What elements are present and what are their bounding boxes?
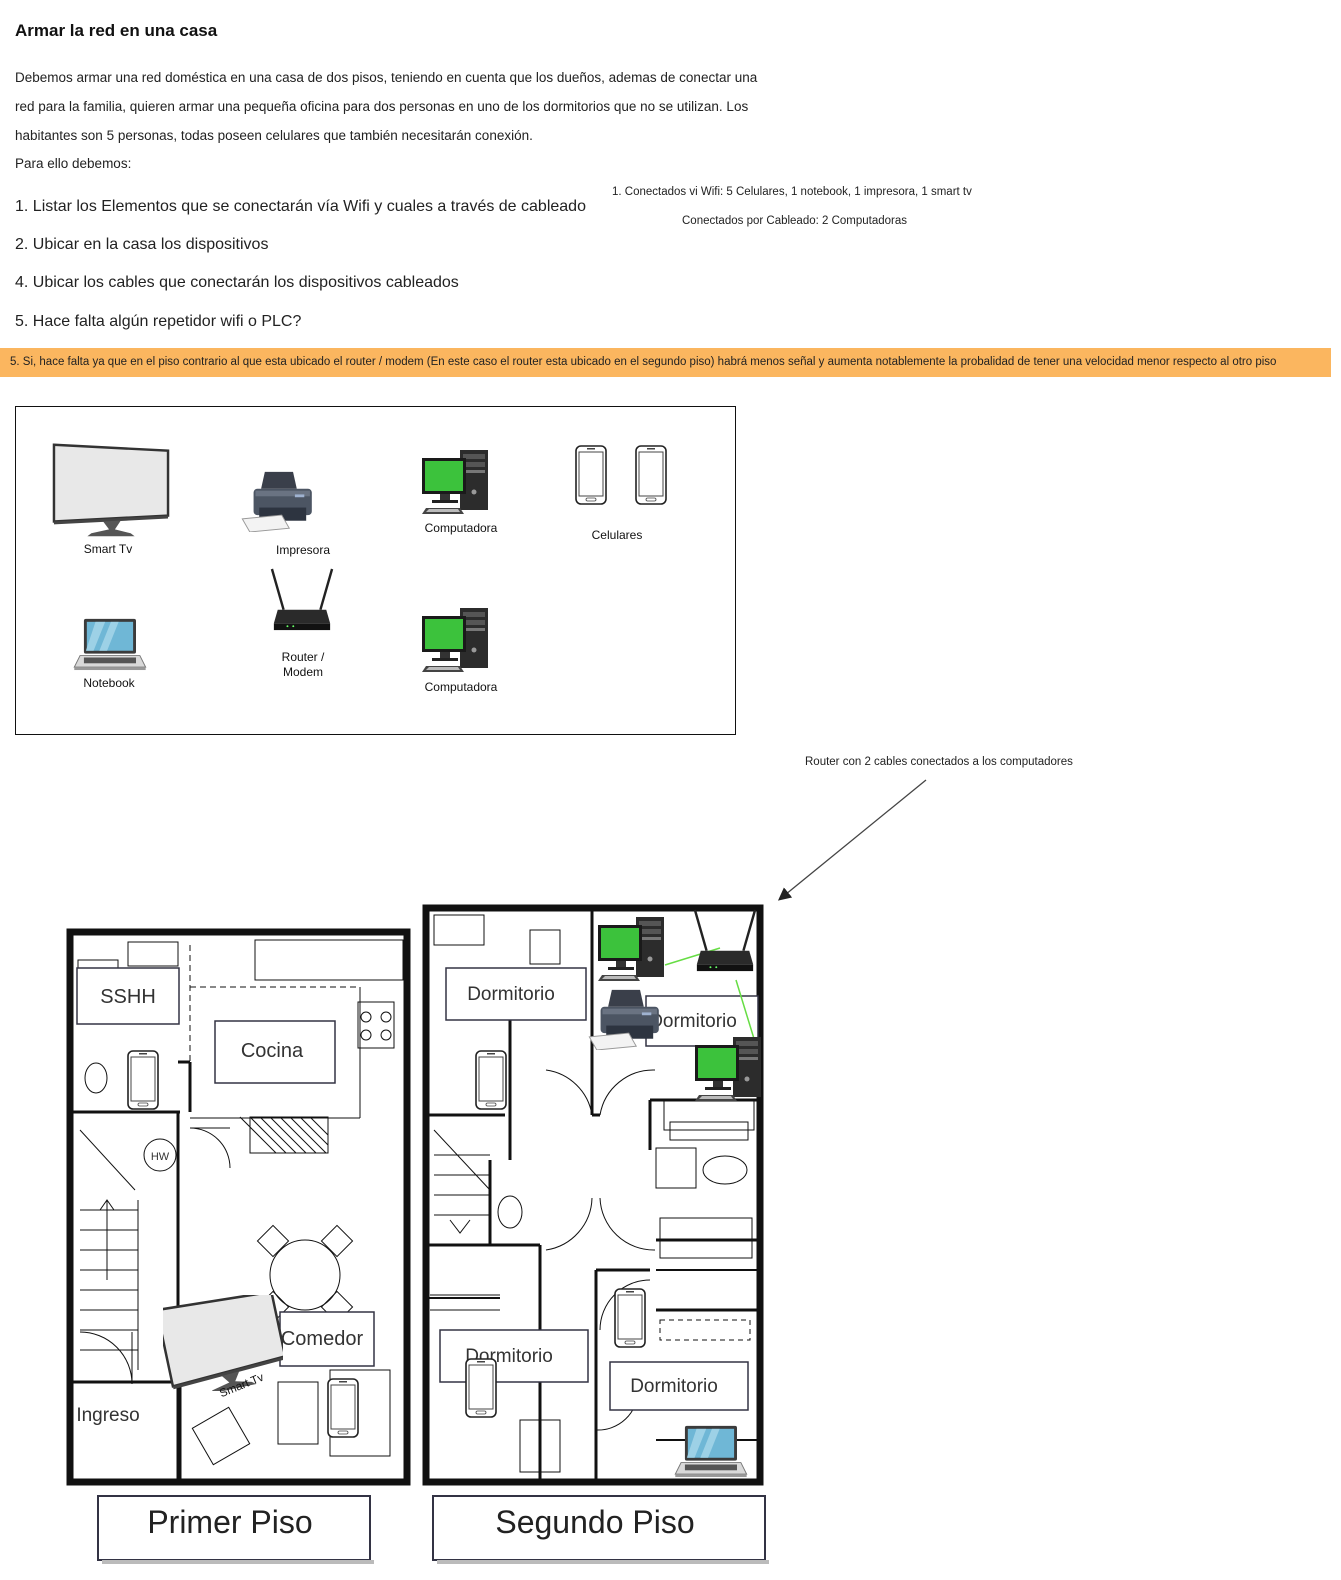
room-comedor-label: Comedor [281,1328,364,1350]
room-labels: SSHH Cocina Comedor Ingreso HW Dormitori… [76,967,759,1426]
phone-icon [575,445,607,505]
room-dormitorio-1-label: Dormitorio [467,984,555,1005]
notebook-icon [672,1424,748,1478]
floor-2-label: Segundo Piso [495,1504,694,1540]
phone-icon [327,1378,359,1438]
tv-icon [163,1295,283,1391]
room-box-dormitorio-4 [609,1361,749,1411]
computer-icon [596,917,666,983]
page-title: Armar la red en una casa [15,21,218,40]
computer-icon [420,608,490,674]
legend-phones-label: Celulares [591,528,643,542]
printer-icon [585,988,665,1050]
room-cocina-label: Cocina [241,1040,304,1062]
computer-icon [420,450,490,516]
tv-icon [52,442,170,538]
room-dormitorio-4-label: Dormitorio [630,1376,718,1397]
phone-icon [465,1358,497,1418]
room-box-dormitorio-1 [445,967,587,1021]
room-ingreso-label: Ingreso [76,1405,139,1426]
intro-line-2: red para la familia, quieren armar una p… [15,99,749,114]
answer-cable: Conectados por Cableado: 2 Computadoras [682,215,908,227]
cable-line-2 [735,979,756,1043]
intro-line-3: habitantes son 5 personas, todas poseen … [15,128,533,143]
computer-icon [693,1037,763,1103]
legend-computer-2-label: Computadora [424,680,498,694]
room-hw-label: HW [151,1151,170,1163]
task-1: 1. Listar los Elementos que se conectará… [15,198,586,215]
task-4: 4. Ubicar los cables que conectarán los … [15,274,459,291]
answer-5-banner: 5. Si, hace falta ya que en el piso cont… [0,348,1331,377]
intro-line-1: Debemos armar una red doméstica en una c… [15,70,758,85]
notebook-icon [71,617,147,671]
legend-printer-label: Impresora [275,543,331,557]
floor-1-label: Primer Piso [147,1504,312,1540]
answer-wifi: 1. Conectados vi Wifi: 5 Celulares, 1 no… [612,186,972,198]
room-sshh-label: SSHH [100,986,156,1008]
router-annotation: Router con 2 cables conectados a los com… [805,756,1073,768]
legend-computer-1-label: Computadora [424,521,498,535]
task-5: 5. Hace falta algún repetidor wifi o PLC… [15,313,302,330]
intro-line-4: Para ello debemos: [15,156,132,171]
phone-icon [127,1050,159,1110]
device-legend [15,406,736,735]
router-icon [270,567,334,635]
phone-icon [635,445,667,505]
printer-icon [238,470,318,532]
task-2: 2. Ubicar en la casa los dispositivos [15,236,269,253]
room-dormitorio-2-label: Dormitorio [649,1011,737,1032]
legend-router-label: Router / Modem [281,650,325,679]
floor-2-box [432,1495,766,1561]
legend-smart-tv-label: Smart Tv [83,542,133,556]
annotation-arrow [777,779,927,901]
phone-icon [475,1050,507,1110]
legend-notebook-label: Notebook [83,676,135,690]
room-box-comedor [279,1311,375,1367]
room-box-dormitorio-3 [439,1329,589,1383]
phone-icon [614,1288,646,1348]
room-box-sshh [76,967,180,1025]
router-icon [693,908,757,976]
floor-1-box [97,1495,371,1561]
floor-plan: SSHH Cocina Comedor Ingreso HW Dormitori… [66,904,769,1564]
room-box-cocina [214,1020,336,1084]
